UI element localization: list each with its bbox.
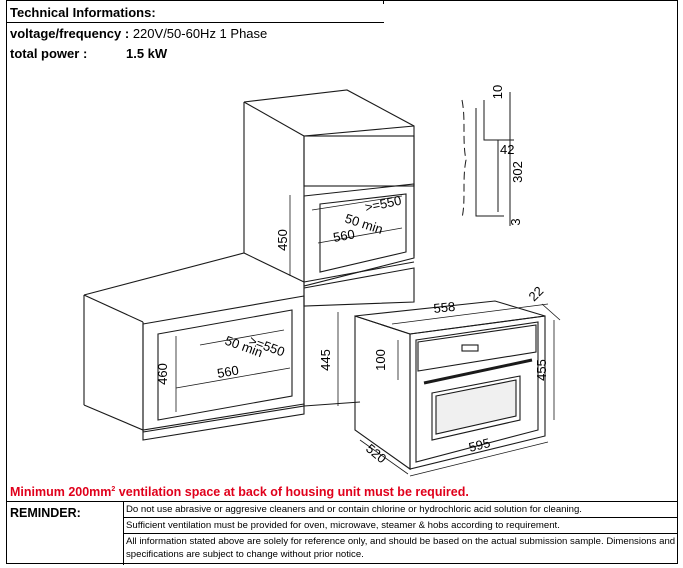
reminder-table: REMINDER: Do not use abrasive or aggresi… [7, 501, 678, 565]
dim-595-line [409, 441, 549, 477]
section-break-line [461, 99, 467, 219]
oven-display [461, 344, 479, 352]
upper-niche-frame [303, 183, 415, 287]
oven-side [354, 315, 411, 471]
tech-info-title: Technical Informations: [10, 5, 156, 20]
lower-plinth [142, 404, 305, 441]
power-value: 1.5 kW [126, 46, 168, 61]
dim-label-section-offset: 42 [500, 142, 514, 157]
dim-label-450: 450 [275, 229, 290, 251]
dim-22-line [541, 303, 561, 321]
voltage-value: 220V/50-60Hz 1 Phase [132, 26, 268, 41]
upper-niche-sill [303, 261, 415, 283]
reminder-item-ventilation: Sufficient ventilation must be provided … [124, 519, 678, 534]
column-front-top [243, 101, 305, 137]
voltage-row: voltage/frequency : 220V/50-60Hz 1 Phase [10, 26, 267, 41]
dim-label-section-bottom: 3 [508, 218, 523, 225]
oven-front [409, 315, 546, 470]
upper-niche-inner [319, 193, 407, 273]
column-front-top2 [303, 125, 415, 137]
power-row: total power : 1.5 kW [10, 46, 167, 61]
title-divider-tick [383, 0, 384, 4]
oven-control-panel [417, 324, 537, 372]
dimension-lines [175, 195, 561, 477]
dim-label-section-top: 10 [490, 85, 505, 99]
warning-prefix: Minimum 200mm [10, 485, 112, 499]
lower-niche-inner [157, 309, 293, 421]
dim-label-595: 595 [467, 435, 492, 455]
spec-sheet: Technical Informations: voltage/frequenc… [6, 0, 678, 565]
dim-label-460: 460 [155, 363, 170, 385]
dim-label-455: 455 [534, 359, 549, 381]
dim-558-line [391, 303, 549, 325]
voltage-label: voltage/frequency : [10, 26, 130, 41]
oven-glass [435, 379, 517, 435]
oven [354, 300, 546, 471]
oven-door [415, 321, 539, 463]
section-profile [483, 100, 499, 212]
column-top-edge [243, 89, 415, 256]
column-cutout-base [303, 401, 361, 407]
lower-top-edge [83, 252, 305, 296]
section-panel [475, 108, 504, 217]
dim-label-22: 22 [526, 283, 547, 304]
reminder-list: Do not use abrasive or aggresive cleaner… [123, 502, 678, 565]
oven-window [431, 375, 521, 441]
dim-label-558: 558 [433, 299, 456, 316]
column-cutout-top [303, 267, 415, 307]
reminder-item-disclaimer: All information stated above are solely … [126, 536, 676, 560]
dim-upper-vent-line [311, 195, 403, 211]
reminder-item-cleaning: Do not use abrasive or aggresive cleaner… [124, 503, 678, 518]
lower-base [83, 403, 305, 431]
power-label: total power : [10, 46, 88, 61]
dim-label-upper-depth: 560 [332, 226, 356, 245]
lower-front-top [83, 294, 144, 323]
dim-520-line [359, 439, 409, 475]
title-divider [7, 22, 384, 23]
oven-handle [423, 358, 533, 385]
cabinet-outline [83, 89, 415, 441]
dim-label-section-height: 302 [510, 161, 525, 183]
dim-lower-depth-line [175, 367, 291, 389]
dim-upper-depth-line [317, 227, 403, 244]
ventilation-warning: Minimum 200mm2 ventilation space at back… [10, 485, 469, 499]
section-detail [461, 92, 514, 226]
dim-label-lower-depth: 560 [216, 362, 240, 381]
dim-label-upper-vent: >=550 [364, 193, 403, 215]
upper-drawer-panel [303, 135, 415, 187]
warning-suffix: ventilation space at back of housing uni… [115, 485, 469, 499]
reminder-label: REMINDER: [10, 506, 81, 520]
dim-label-445: 445 [318, 349, 333, 371]
dim-lower-vent-line [199, 329, 285, 346]
dim-label-100: 100 [373, 349, 388, 371]
warning-superscript: 2 [111, 485, 116, 493]
